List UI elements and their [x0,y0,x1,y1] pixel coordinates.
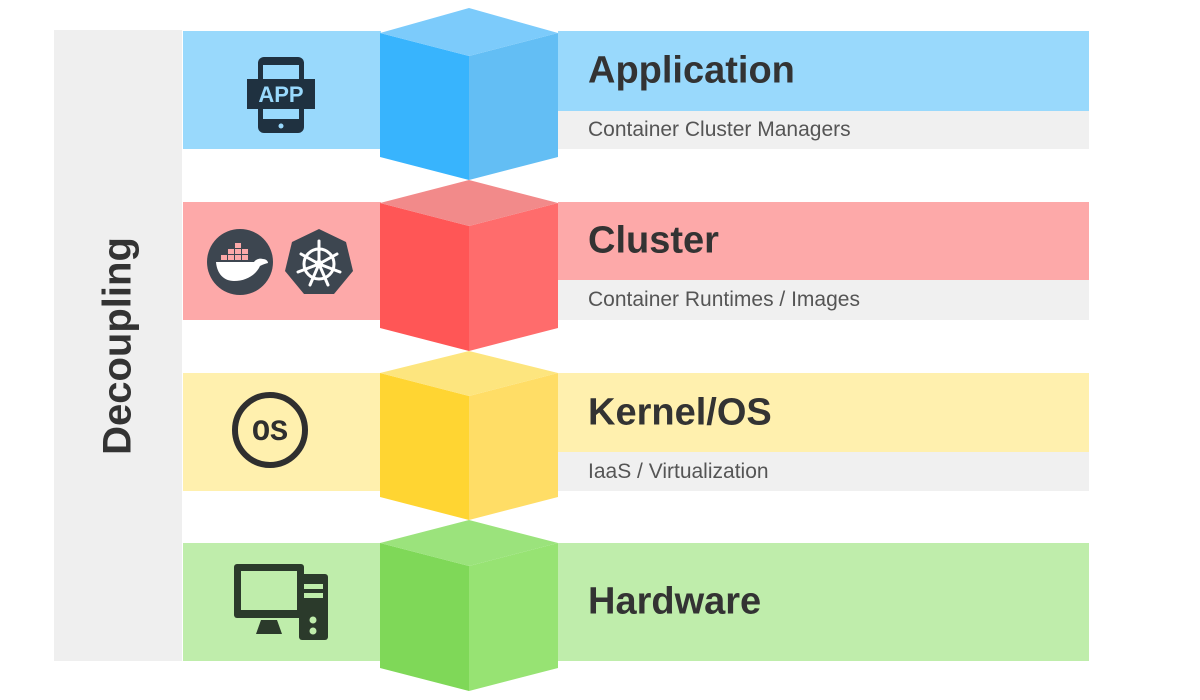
layer-title-panel: Cluster [558,202,1089,280]
app-icon-text: APP [258,82,303,107]
layer-title: Application [588,49,795,92]
layer-title-panel: Kernel/OS [558,373,1089,452]
layer-title: Kernel/OS [588,391,772,433]
layer-icon-panel [183,373,381,491]
cube-application [380,8,558,180]
os-icon-text: OS [252,416,288,450]
layer-subtitle-panel: Container Cluster Managers [558,111,1089,149]
layer-title-panel: Hardware [558,543,1089,661]
layer-cluster: Cluster Container Runtimes / Images [183,202,1089,320]
decoupling-label: Decoupling [95,237,140,455]
layer-subtitle: IaaS / Virtualization [588,459,769,483]
docker-icon [207,229,273,295]
layer-title: Hardware [588,580,762,623]
layer-kernel-os: Kernel/OS IaaS / Virtualization [183,373,1089,491]
layer-title: Cluster [588,219,719,262]
cube-stack [380,8,558,691]
layer-hardware: Hardware [183,543,1089,661]
cube-hardware [380,520,558,691]
app-tablet-icon: APP [247,57,315,133]
layer-application: Application Container Cluster Managers [183,31,1089,149]
os-icon: OS [232,392,308,468]
layer-subtitle: Container Cluster Managers [588,118,851,141]
decoupling-bar [54,30,182,661]
layer-subtitle-panel: Container Runtimes / Images [558,280,1089,320]
cube-kernel-os [380,351,558,520]
computer-icon [234,564,328,640]
kubernetes-icon [285,229,353,294]
layer-subtitle-panel: IaaS / Virtualization [558,452,1089,491]
layer-title-panel: Application [558,31,1089,111]
cube-cluster [380,180,558,351]
layer-subtitle: Container Runtimes / Images [588,288,860,311]
